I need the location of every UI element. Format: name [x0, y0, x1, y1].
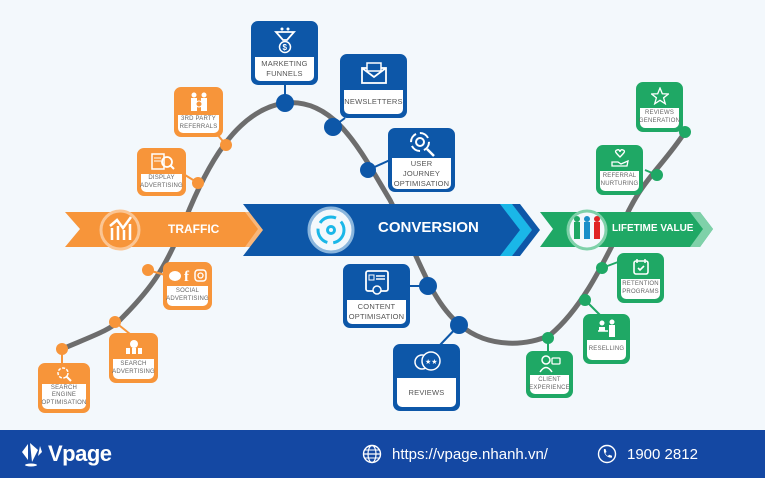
- card-label: SEARCH ENGINE OPTIMISATION: [42, 383, 86, 409]
- card-label: RETENTION PROGRAMS: [621, 279, 660, 299]
- content-gear-icon: [345, 266, 408, 300]
- card-3rd-party-referrals: 3RD PARTY REFERRALS: [174, 87, 223, 137]
- diagram-graphics: [56, 85, 713, 365]
- phone-number[interactable]: 1900 2812: [627, 445, 698, 463]
- display-search-icon: [139, 150, 184, 174]
- card-reviews: ★★ REVIEWS: [393, 344, 460, 411]
- gear-search-icon: [40, 365, 88, 384]
- footer-bar: Vpage https://vpage.nhanh.vn/ 1900 2812: [0, 430, 765, 478]
- card-label: DISPLAY ADVERTISING: [140, 174, 183, 192]
- card-referral-nurturing: REFERRAL NURTURING: [596, 145, 643, 195]
- card-search-engine-optimisation: SEARCH ENGINE OPTIMISATION: [38, 363, 90, 413]
- stage-label-conversion: CONVERSION: [378, 219, 479, 236]
- card-label: RESELLING: [587, 340, 626, 360]
- traffic-banner: [65, 212, 268, 247]
- client-support-icon: [528, 353, 571, 375]
- svg-text:f: f: [184, 269, 190, 283]
- card-content-optimisation: CONTENT OPTIMISATION: [343, 264, 410, 328]
- card-client-experience: CLIENT EXPERIENCE: [526, 351, 573, 398]
- card-label: SOCIAL ADVERTISING: [166, 286, 209, 306]
- globe-icon: [362, 444, 382, 464]
- gear-magnify-icon: [390, 130, 453, 158]
- card-user-journey-optimisation: USER JOURNEY OPTIMISATION: [388, 128, 455, 192]
- card-label: 3RD PARTY REFERRALS: [178, 115, 219, 133]
- card-label: NEWSLETTERS: [344, 90, 403, 114]
- card-label: CONTENT OPTIMISATION: [347, 300, 406, 324]
- star-icon: [638, 84, 681, 108]
- marketing-funnel-diagram: TRAFFIC CONVERSION LIFETIME VALUE SEARCH…: [38, 21, 713, 413]
- website-link[interactable]: https://vpage.nhanh.vn/: [392, 445, 548, 463]
- card-label: USER JOURNEY OPTIMISATION: [392, 158, 451, 190]
- card-reselling: RESELLING: [583, 314, 630, 364]
- card-label: CLIENT EXPERIENCE: [529, 375, 570, 394]
- card-label: MARKETING FUNNELS: [255, 57, 314, 81]
- people-referral-icon: [176, 89, 221, 115]
- card-label: REVIEWS: [397, 378, 456, 407]
- funnel-icon: $: [253, 23, 316, 57]
- card-label: REFERRAL NURTURING: [600, 171, 639, 191]
- target-audience-icon: [111, 335, 156, 359]
- phone-contact[interactable]: 1900 2812: [597, 444, 698, 464]
- chart-growth-icon: [109, 216, 133, 240]
- reselling-icon: [585, 316, 628, 340]
- card-search-advertising: SEARCH ADVERTISING: [109, 333, 158, 383]
- traffic-icon-circle: [99, 209, 141, 251]
- svg-text:★★: ★★: [425, 358, 438, 366]
- card-label: SEARCH ADVERTISING: [112, 359, 155, 379]
- vpage-logo-icon: [22, 443, 42, 467]
- card-display-advertising: DISPLAY ADVERTISING: [137, 148, 186, 196]
- card-social-advertising: f SOCIAL ADVERTISING: [163, 262, 212, 310]
- stage-label-traffic: TRAFFIC: [168, 222, 220, 236]
- gear-cycle-icon: [316, 215, 346, 245]
- card-marketing-funnels: $ MARKETING FUNNELS: [251, 21, 318, 85]
- brand-logo[interactable]: Vpage: [18, 440, 112, 468]
- customers-icon: [574, 216, 600, 239]
- review-bubbles-icon: ★★: [395, 346, 458, 378]
- card-label: REVIEWS GENERATION: [639, 108, 680, 128]
- card-newsletters: NEWSLETTERS: [340, 54, 407, 118]
- svg-text:$: $: [282, 43, 287, 52]
- heart-hand-icon: [598, 147, 641, 171]
- card-retention-programs: RETENTION PROGRAMS: [617, 253, 664, 303]
- card-reviews-generation: REVIEWS GENERATION: [636, 82, 683, 132]
- stage-label-lifetime: LIFETIME VALUE: [612, 223, 694, 234]
- brand-name: Vpage: [48, 441, 112, 466]
- website-contact[interactable]: https://vpage.nhanh.vn/: [362, 444, 548, 464]
- envelope-icon: [342, 56, 405, 90]
- social-media-icon: f: [165, 264, 210, 286]
- calendar-check-icon: [619, 255, 662, 279]
- phone-icon: [597, 444, 617, 464]
